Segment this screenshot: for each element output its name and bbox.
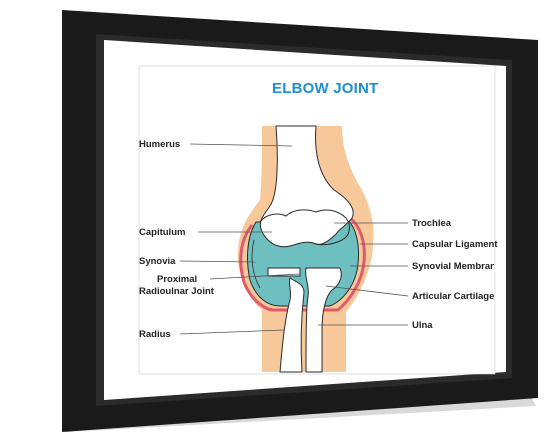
radius-bone — [279, 277, 305, 373]
label-synovia: Synovia — [139, 256, 176, 267]
ulna-bone — [305, 267, 342, 373]
synovial-membrane-shape — [251, 239, 261, 289]
humerus-bone — [259, 125, 354, 248]
diagram-title: ELBOW JOINT — [272, 80, 379, 97]
label-capsular-ligament: Capsular Ligament — [412, 239, 498, 250]
label-capitulum: Capitulum — [139, 227, 186, 238]
leader-humerus — [189, 143, 293, 147]
label-humerus: Humerus — [139, 139, 181, 150]
leader-synovia — [179, 260, 257, 263]
label-proximal: Proximal — [157, 274, 198, 285]
label-synovial-membrane: Synovial Membrane — [412, 261, 494, 272]
label-ulna: Ulna — [412, 320, 433, 331]
capsular-ligament-shape — [239, 216, 366, 312]
label-radius: Radius — [139, 329, 171, 340]
label-trochlea: Trochlea — [412, 218, 452, 229]
leader-proximal-radioulnar — [209, 273, 301, 280]
label-radioulnar-joint: Radioulnar Joint — [139, 286, 214, 297]
label-articular-cartilage: Articular Cartilage — [412, 291, 495, 302]
radius-head — [267, 267, 301, 277]
leader-radius — [179, 329, 285, 335]
leader-articular-cartilage — [325, 285, 409, 297]
humerus-articular-surface — [259, 209, 350, 246]
